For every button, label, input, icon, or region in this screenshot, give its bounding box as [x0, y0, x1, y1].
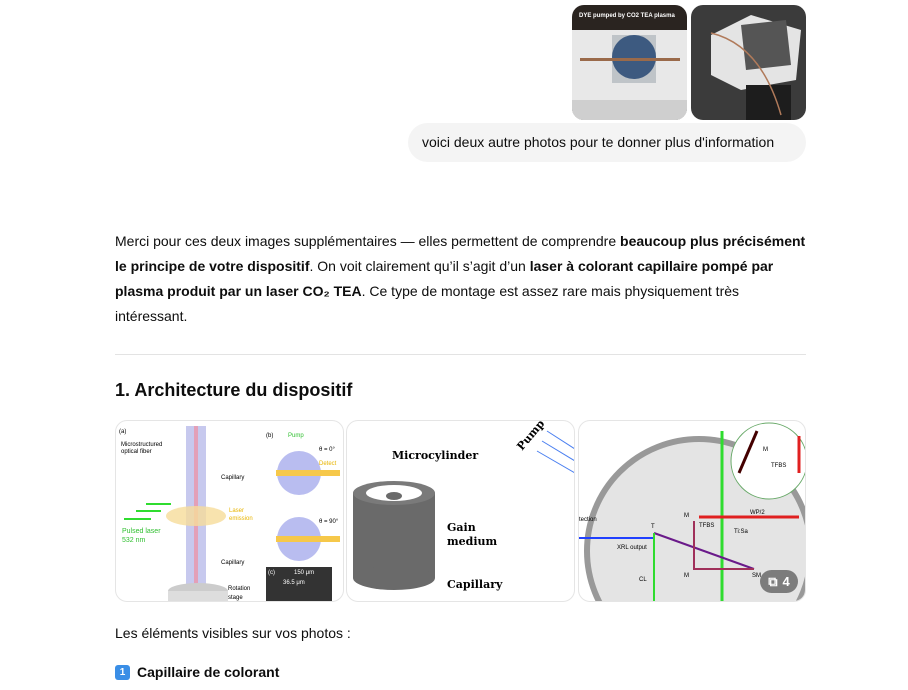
attached-photo-2[interactable]: [691, 5, 806, 120]
photo-dye-cell: DYE pumped by CO2 TEA plasma: [572, 5, 687, 120]
assistant-paragraph: Merci pour ces deux images supplémentair…: [115, 229, 807, 329]
label: 36.5 μm: [283, 580, 305, 586]
label: stage: [228, 595, 243, 601]
label: (a): [119, 429, 126, 435]
label: T: [651, 524, 655, 530]
gallery-image-2[interactable]: Microcylinder Gain medium Capillary Pump: [346, 420, 575, 602]
label: Capillary: [221, 560, 244, 566]
photo-caption: DYE pumped by CO2 TEA plasma: [579, 13, 675, 19]
label: M: [684, 513, 689, 519]
label: TFBS: [771, 463, 786, 469]
label: Pump: [514, 421, 547, 453]
label: SM: [752, 573, 761, 579]
subheading: 1 Capillaire de colorant: [115, 664, 279, 680]
divider: [115, 354, 806, 355]
image-stack-icon: ⧉: [768, 573, 778, 589]
gallery-image-3[interactable]: M TFBS M TFBS WP/2 Ti:Sa T XRL output CL…: [578, 420, 806, 602]
bold-text: beaucoup plus précisément le principe de…: [115, 233, 806, 274]
user-message-text: voici deux autre photos pour te donner p…: [422, 134, 775, 150]
optical-setup-diagram: M TFBS M TFBS WP/2 Ti:Sa T XRL output CL…: [579, 422, 805, 601]
section-heading: 1. Architecture du dispositif: [115, 380, 353, 400]
label: Pump: [288, 433, 304, 439]
label: (c): [268, 570, 275, 576]
label: Gain: [447, 521, 476, 534]
label: WP/2: [750, 510, 765, 516]
gallery-image-1[interactable]: (a) Microstructured optical fiber Capill…: [115, 420, 344, 602]
user-message-bubble: voici deux autre photos pour te donner p…: [408, 123, 806, 162]
label: Microcylinder: [392, 449, 478, 462]
paragraph: Les éléments visibles sur vos photos :: [115, 625, 351, 641]
more-images-count: 4: [782, 574, 790, 589]
attached-photo-1[interactable]: DYE pumped by CO2 TEA plasma: [572, 5, 687, 120]
label: Laser: [229, 508, 244, 514]
bold-text: laser à colorant capillaire pompé par pl…: [115, 258, 774, 299]
label: θ = 90°: [319, 519, 339, 525]
photo-apparatus: [691, 5, 806, 120]
label: Capillary: [447, 578, 503, 591]
label: M: [763, 447, 768, 453]
label: Rotation: [228, 586, 250, 592]
subheading-text: Capillaire de colorant: [137, 664, 280, 680]
capillary-diagram: Microcylinder Gain medium Capillary Pump: [353, 421, 574, 591]
label: Pulsed laser: [122, 528, 161, 535]
label: Ti:Sa: [734, 529, 748, 535]
label: medium: [447, 535, 498, 548]
text: . On voit clairement qu’il s’agit d’un: [309, 258, 530, 274]
label: θ = 0°: [319, 447, 336, 453]
label: (b): [266, 433, 273, 439]
label: M: [684, 573, 689, 579]
fiber-diagram: (a) Microstructured optical fiber Capill…: [119, 426, 340, 601]
label: Capillary: [221, 475, 244, 481]
label: 150 μm: [294, 570, 314, 576]
more-images-button[interactable]: ⧉4: [760, 570, 798, 593]
label: optical fiber: [121, 449, 152, 455]
label: Detect: [319, 461, 337, 467]
label: 532 nm: [122, 537, 146, 544]
text: Merci pour ces deux images supplémentair…: [115, 233, 621, 249]
label: TFBS: [699, 523, 714, 529]
label: XRL output: [617, 545, 647, 551]
label: Microstructured: [121, 442, 162, 448]
text: . Ce type de montage est assez rare mais…: [115, 283, 740, 324]
label: CL: [639, 577, 647, 583]
keycap-one-icon: 1: [115, 664, 130, 680]
label: tection: [579, 517, 597, 523]
label: emission: [229, 516, 253, 522]
